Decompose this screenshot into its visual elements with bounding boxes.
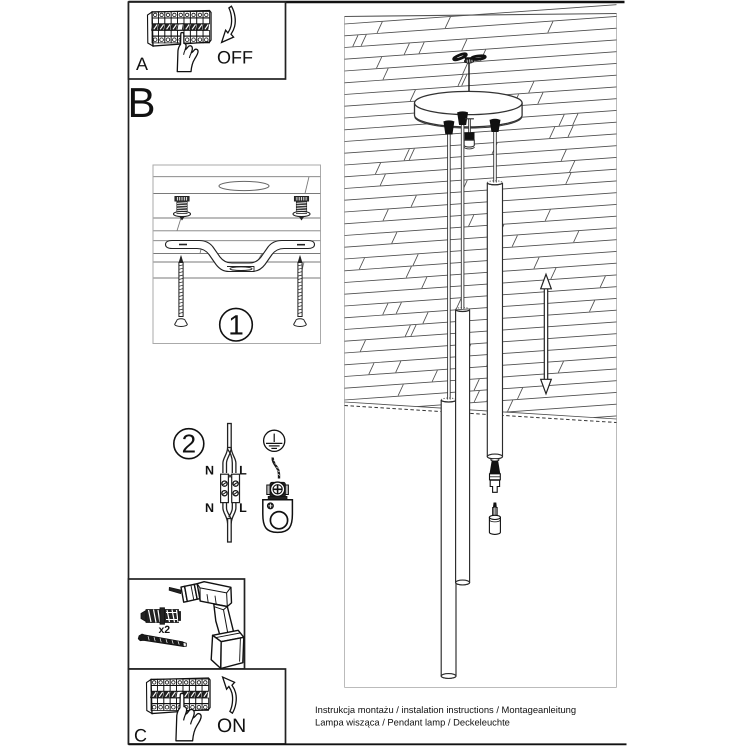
- svg-text:L: L: [239, 501, 247, 515]
- svg-text:N: N: [205, 501, 214, 515]
- svg-text:2: 2: [182, 429, 196, 459]
- svg-text:L: L: [239, 464, 247, 478]
- svg-text:Instrukcja montażu / instalati: Instrukcja montażu / instalation instruc…: [315, 704, 576, 715]
- svg-text:A: A: [136, 54, 148, 74]
- svg-text:C: C: [134, 726, 147, 746]
- svg-text:Lampa wisząca / Pendant lamp /: Lampa wisząca / Pendant lamp / Deckeleuc…: [315, 717, 510, 728]
- svg-text:OFF: OFF: [217, 48, 253, 68]
- svg-text:ON: ON: [217, 715, 246, 737]
- svg-text:B: B: [128, 79, 156, 126]
- svg-text:N: N: [205, 464, 214, 478]
- svg-text:1: 1: [228, 310, 244, 341]
- svg-text:x2: x2: [158, 624, 170, 636]
